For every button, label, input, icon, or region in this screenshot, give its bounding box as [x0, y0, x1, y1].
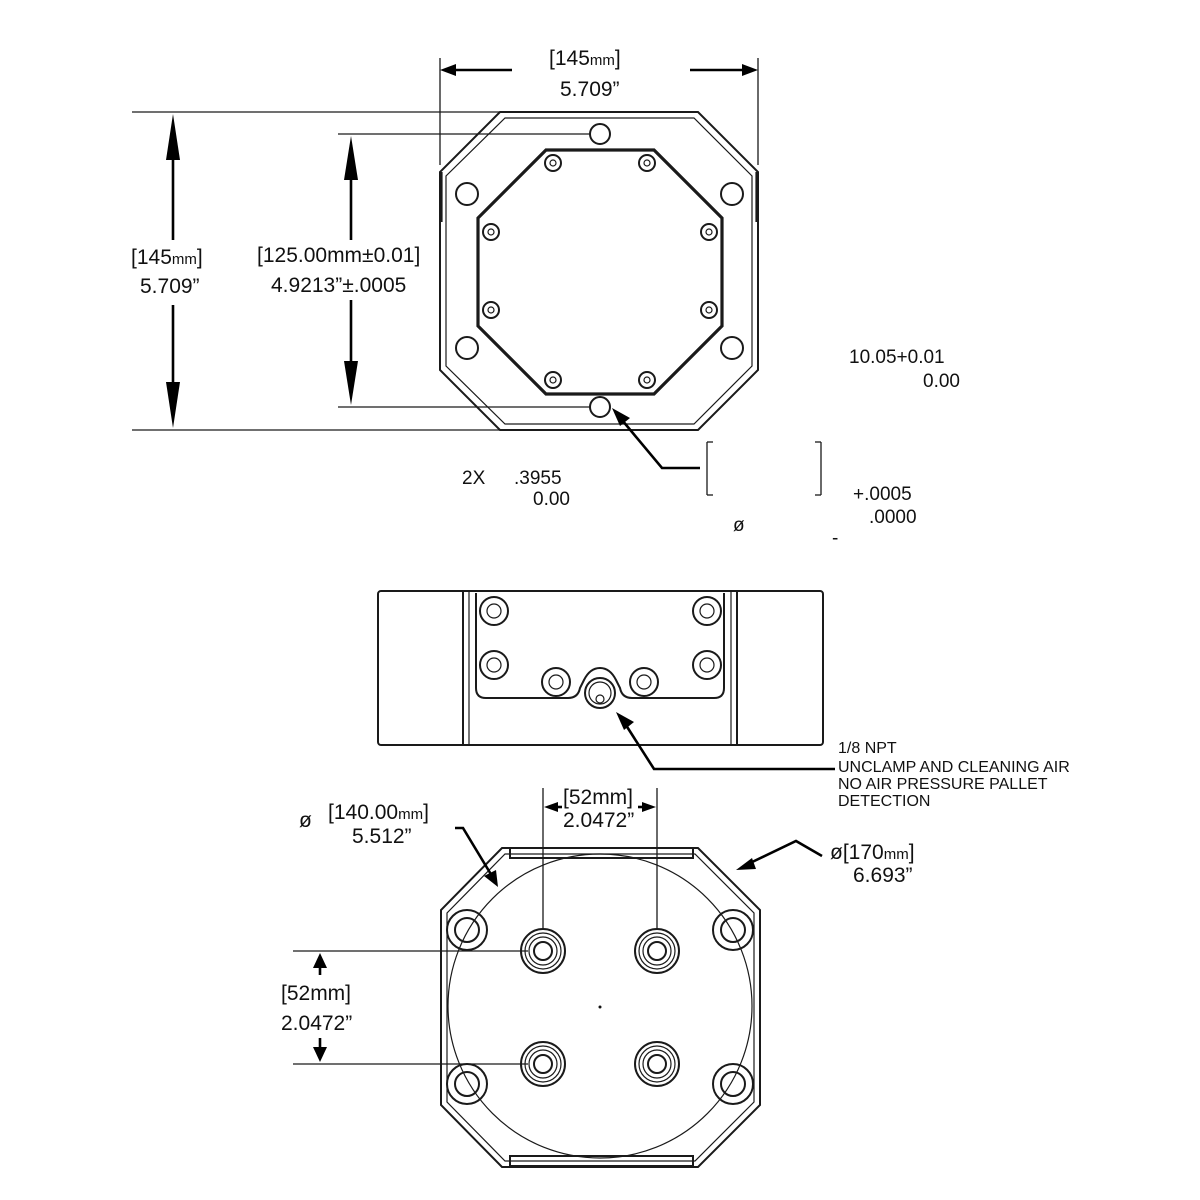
v-spacing-mm: [52mm] — [281, 982, 351, 1005]
hole-spacing-in: 4.9213”±.0005 — [271, 274, 406, 297]
bottom-view: [52mm] 2.0472” [52mm] 2.0472” ø [140.00m… — [281, 786, 915, 1168]
mount-hole — [455, 182, 479, 206]
side-body-outline — [377, 590, 824, 746]
top-width-mm: [145mm] — [549, 47, 621, 70]
h-spacing-in: 2.0472” — [563, 809, 634, 832]
side-view: 1/8 NPT UNCLAMP AND CLEANING AIR NO AIR … — [377, 590, 1070, 810]
bore-tol-mm-lower: 0.00 — [923, 371, 960, 392]
bottom-corner-holes — [446, 909, 754, 1105]
octagon-pocket — [476, 148, 724, 396]
top-body-outline — [439, 111, 759, 431]
top-width-in: 5.709” — [560, 78, 620, 101]
pin-callout-leader — [612, 408, 822, 496]
inner-dia-symbol: ø — [299, 809, 312, 832]
inner-dia-mm: [140.00mm] — [328, 801, 429, 824]
mount-hole — [720, 336, 744, 360]
npt-leader — [622, 721, 835, 771]
npt-port — [584, 677, 616, 709]
center-point — [598, 1005, 602, 1009]
top-hole-spacing-dimension: [125.00mm±0.01] 4.9213”±.0005 — [257, 133, 590, 408]
top-body-chamfer-inner — [445, 117, 753, 425]
outer-dia-in: 6.693” — [853, 864, 913, 887]
bottom-v-spacing-dimension: [52mm] 2.0472” — [281, 950, 528, 1065]
port-label-4: DETECTION — [838, 793, 930, 810]
locating-pin — [589, 123, 611, 145]
clamp-bores — [520, 928, 680, 1087]
outer-dia-mm: ø[170mm] — [830, 841, 915, 864]
outer-diameter-callout: ø[170mm] 6.693” — [736, 839, 915, 887]
bore-tol-mm-upper: 10.05+0.01 — [849, 347, 945, 368]
inner-diameter-callout: ø [140.00mm] 5.512” — [299, 801, 498, 887]
bore-tol-in-lower: .0000 — [869, 507, 917, 528]
pin-tol-upper: .3955 — [514, 468, 562, 489]
top-height-in: 5.709” — [140, 275, 200, 298]
bore-tol-in-upper: +.0005 — [853, 484, 912, 505]
inner-diameter-circle — [447, 853, 753, 1159]
inner-dia-in: 5.512” — [352, 825, 412, 848]
tolerance-dash: - — [832, 528, 838, 549]
bottom-top-flat — [509, 847, 694, 859]
top-view: [145mm] 5.709” [145mm] 5.709” [125.00mm±… — [131, 47, 960, 549]
diameter-symbol: ø — [733, 515, 745, 536]
v-spacing-in: 2.0472” — [281, 1012, 352, 1035]
bottom-h-spacing-dimension: [52mm] 2.0472” — [542, 786, 658, 930]
side-screws — [479, 596, 722, 697]
hole-spacing-mm: [125.00mm±0.01] — [257, 244, 420, 267]
h-spacing-mm: [52mm] — [563, 786, 633, 809]
port-label-2: UNCLAMP AND CLEANING AIR — [838, 759, 1070, 776]
pin-tol-lower: 0.00 — [533, 489, 570, 510]
top-height-mm: [145mm] — [131, 246, 203, 269]
port-label-3: NO AIR PRESSURE PALLET — [838, 776, 1048, 793]
pin-count: 2X — [462, 468, 486, 489]
bottom-body-outline — [440, 847, 761, 1168]
top-width-dimension: [145mm] 5.709” — [439, 47, 759, 165]
mount-hole — [720, 182, 744, 206]
port-label-1: 1/8 NPT — [838, 740, 897, 757]
pocket-screws — [482, 154, 718, 389]
mount-hole — [455, 336, 479, 360]
locating-pin — [589, 396, 611, 418]
side-pocket-profile — [475, 593, 725, 699]
bottom-bottom-flat — [509, 1155, 694, 1167]
top-height-dimension: [145mm] 5.709” — [131, 111, 505, 431]
